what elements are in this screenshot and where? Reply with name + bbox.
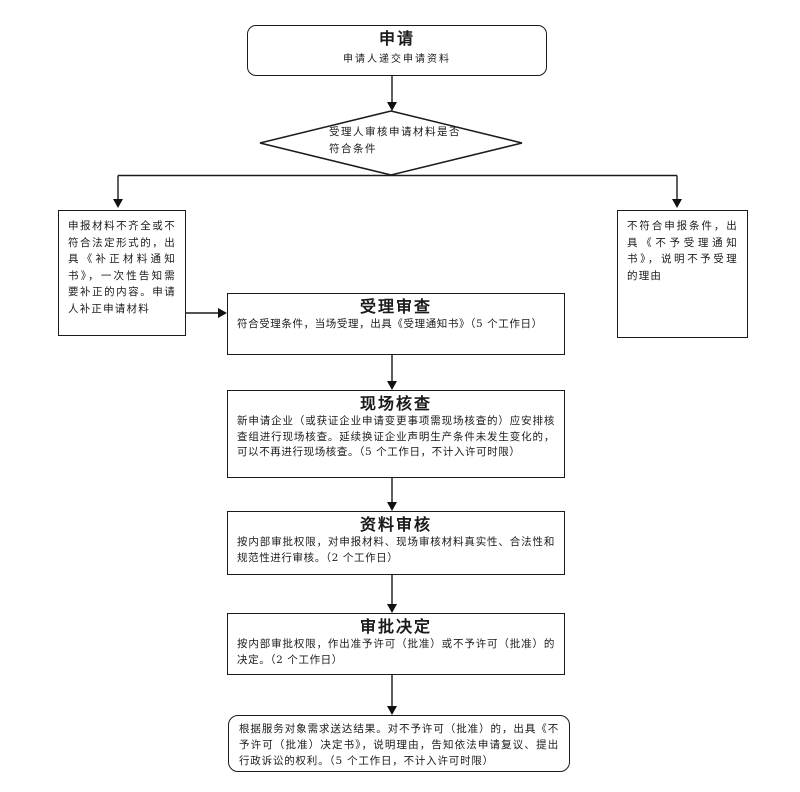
decision-diamond — [259, 110, 523, 176]
arrowhead-down-icon — [387, 604, 397, 613]
left-note-text: 申报材料不齐全或不符合法定形式的，出具《补正材料通知书》，一次性告知需要补正的内… — [68, 220, 176, 315]
step-title: 审批决定 — [359, 617, 432, 636]
node-acceptance-review: 受理审查 符合受理条件，当场受理，出具《受理通知书》（5 个工作日） — [227, 293, 565, 355]
node-onsite-inspection: 现场核查 新申请企业（或获证企业申请变更事项需现场核查的）应安排核查组进行现场核… — [227, 390, 565, 478]
node-supplement-materials: 申报材料不齐全或不符合法定形式的，出具《补正材料通知书》，一次性告知需要补正的内… — [58, 210, 186, 336]
arrowhead-down-icon — [387, 102, 397, 111]
result-text: 根据服务对象需求送达结果。对不予许可（批准）的，出具《不予许可（批准）决定书》，… — [239, 723, 559, 767]
apply-subtitle: 申请人递交申请资料 — [343, 54, 451, 65]
step-title: 资料审核 — [359, 515, 432, 534]
node-apply: 申请 申请人递交申请资料 — [247, 25, 547, 76]
arrowhead-down-icon — [672, 199, 682, 208]
decision-label-line2: 符合条件 — [329, 142, 377, 155]
step-body: 符合受理条件，当场受理，出具《受理通知书》（5 个工作日） — [237, 318, 543, 330]
apply-title: 申请 — [378, 29, 415, 48]
arrowhead-down-icon — [387, 706, 397, 715]
arrowhead-down-icon — [113, 199, 123, 208]
node-approval-decision: 审批决定 按内部审批权限，作出准予许可（批准）或不予许可（批准）的决定。（2 个… — [227, 613, 565, 675]
step-body: 新申请企业（或获证企业申请变更事项需现场核查的）应安排核查组进行现场核查。延续换… — [237, 415, 555, 458]
node-document-review: 资料审核 按内部审批权限，对申报材料、现场审核材料真实性、合法性和规范性进行审核… — [227, 511, 565, 575]
arrowhead-down-icon — [387, 381, 397, 390]
decision-label-line1: 受理人审核申请材料是否 — [329, 126, 461, 138]
step-title: 受理审查 — [359, 297, 432, 316]
step-title: 现场核查 — [359, 394, 432, 413]
arrowhead-right-icon — [218, 308, 227, 318]
node-rejection-notice: 不符合申报条件，出具《不予受理通知书》，说明不予受理的理由 — [617, 210, 748, 338]
step-body: 按内部审批权限，对申报材料、现场审核材料真实性、合法性和规范性进行审核。（2 个… — [237, 536, 555, 564]
node-result-delivery: 根据服务对象需求送达结果。对不予许可（批准）的，出具《不予许可（批准）决定书》，… — [228, 715, 570, 772]
arrowhead-down-icon — [387, 502, 397, 511]
step-body: 按内部审批权限，作出准予许可（批准）或不予许可（批准）的决定。（2 个工作日） — [237, 638, 555, 666]
right-note-text: 不符合申报条件，出具《不予受理通知书》，说明不予受理的理由 — [627, 220, 738, 282]
decision-label: 受理人审核申请材料是否 符合条件 — [329, 124, 474, 157]
